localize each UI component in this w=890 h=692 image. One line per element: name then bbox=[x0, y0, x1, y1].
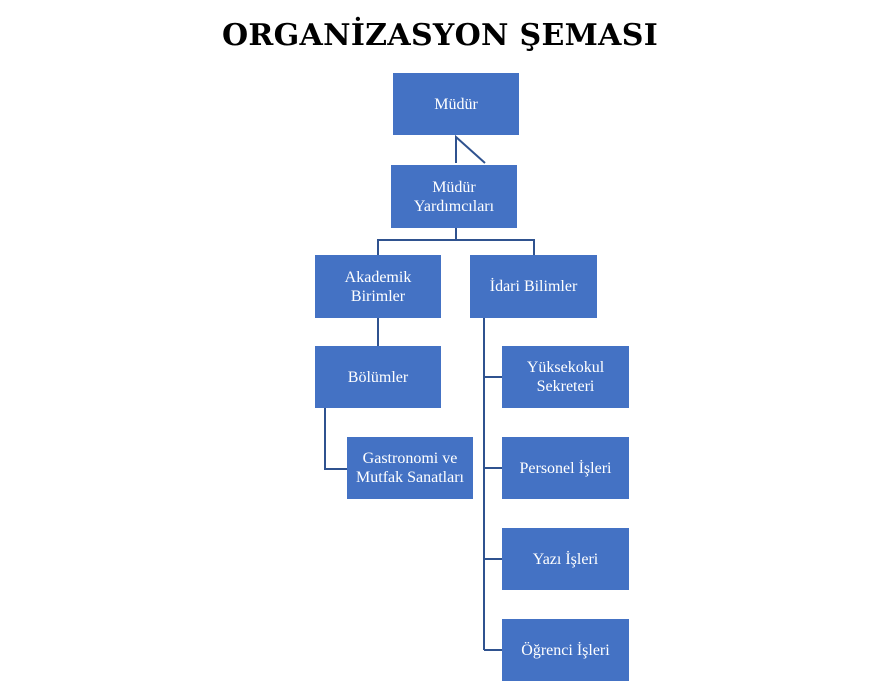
node-mudur-label: Müdür bbox=[434, 95, 478, 113]
node-personel-isleri: Personel İşleri bbox=[502, 437, 629, 499]
node-idari-bilimler: İdari Bilimler bbox=[470, 255, 597, 318]
node-yazi-isleri-label: Yazı İşleri bbox=[532, 550, 599, 568]
node-gastronomi: Gastronomi ve Mutfak Sanatları bbox=[347, 437, 473, 499]
node-personel-isleri-label: Personel İşleri bbox=[519, 459, 612, 477]
connector-mudur-yardimci bbox=[455, 134, 486, 164]
node-mudur-yardimcilari: Müdür Yardımcıları bbox=[391, 165, 517, 228]
node-bolumler-label: Bölümler bbox=[347, 368, 409, 386]
page-title: ORGANİZASYON ŞEMASI bbox=[221, 18, 659, 53]
node-ogrenci-isleri: Öğrenci İşleri bbox=[502, 619, 629, 681]
node-ogrenci-isleri-label: Öğrenci İşleri bbox=[521, 641, 610, 659]
node-yazi-isleri: Yazı İşleri bbox=[502, 528, 629, 590]
node-yuksekokul-sekreteri: Yüksekokul Sekreteri bbox=[502, 346, 629, 408]
node-gastronomi-label: Gastronomi ve Mutfak Sanatları bbox=[356, 450, 464, 486]
connector-yardimci-branches bbox=[377, 239, 535, 255]
node-akademik-birimler-label: Akademik Birimler bbox=[344, 268, 412, 305]
node-idari-bilimler-label: İdari Bilimler bbox=[489, 278, 578, 295]
node-mudur: Müdür bbox=[393, 73, 519, 135]
node-bolumler: Bölümler bbox=[315, 346, 441, 408]
node-akademik-birimler: Akademik Birimler bbox=[315, 255, 441, 318]
connector-bolumler-gastronomi bbox=[324, 408, 347, 470]
node-yuksekokul-sekreteri-label: Yüksekokul Sekreteri bbox=[526, 359, 605, 395]
node-mudur-yardimcilari-label: Müdür Yardımcıları bbox=[413, 178, 495, 215]
